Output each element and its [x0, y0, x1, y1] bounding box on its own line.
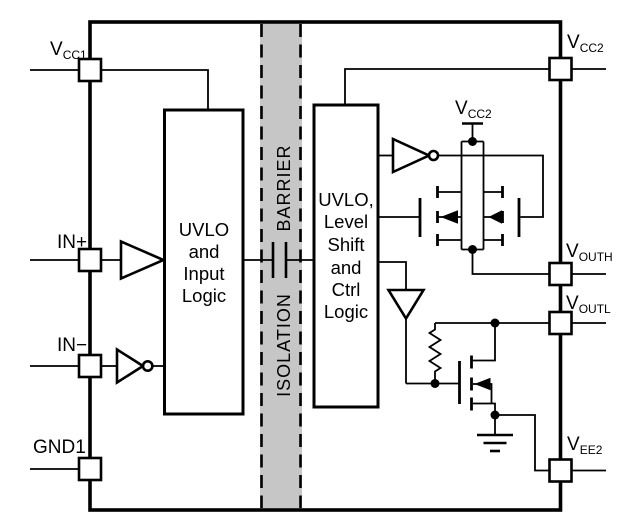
vcc2-internal-rail: VCC2 [455, 98, 492, 142]
pin-square [77, 456, 103, 482]
output-logic-line: Logic [324, 301, 368, 322]
barrier-word-lower: ISOLATION [274, 293, 294, 397]
junction-dot [468, 245, 477, 254]
barrier-word-upper: BARRIER [274, 144, 294, 231]
pmos-pair-icon [418, 140, 521, 251]
pin-in-plus: IN+ [57, 232, 103, 273]
output-logic-line: Shift [327, 234, 364, 255]
source-to-vee2-wire [495, 414, 550, 472]
junction-dot [490, 318, 500, 328]
output-logic-block: UVLO, Level Shift and Ctrl Logic [312, 103, 380, 409]
in-plus-buffer [119, 239, 167, 281]
input-logic-line: UVLO [179, 219, 229, 240]
barrier-strip [260, 23, 302, 509]
inverter-gate-icon [115, 347, 146, 385]
inverter-to-right-gate-wire [438, 154, 544, 218]
pin-vcc2: VCC2 [548, 32, 604, 82]
isolation-capacitor [243, 242, 314, 278]
vcc2-internal-label: VCC2 [455, 98, 492, 121]
pulldown-buffer [386, 288, 426, 321]
output-logic-box [312, 103, 380, 409]
pin-square [548, 310, 573, 336]
nmos-drain-wire [471, 323, 496, 362]
pin-vee2-label: VEE2 [567, 434, 603, 457]
input-logic-block: UVLO and Input Logic [163, 108, 245, 416]
resistor-icon [427, 323, 443, 384]
input-logic-line: and [189, 241, 220, 262]
output-logic-line: Level [324, 211, 368, 232]
right-fet-body-arrow-icon [488, 210, 502, 224]
left-fet-body-arrow-icon [440, 210, 458, 224]
junction-dots [430, 137, 500, 420]
primary-side-wires [30, 69, 209, 470]
input-logic-box [163, 108, 245, 416]
inverter-gate-icon [391, 136, 433, 175]
nmos-body-arrow-icon [474, 377, 491, 391]
pin-voutl-label: VOUTL [566, 293, 611, 316]
vcc2-to-output-block-wire [344, 68, 550, 105]
pin-vouth-label: VOUTH [566, 241, 613, 264]
pin-vee2: VEE2 [548, 434, 603, 483]
ground-icon [477, 433, 513, 453]
pin-vcc2-label: VCC2 [567, 32, 604, 55]
pin-vcc1-label: VCC1 [50, 39, 87, 62]
isolation-barrier: BARRIER ISOLATION [260, 23, 302, 509]
pin-gnd1-label: GND1 [33, 437, 86, 458]
pin-in-minus: IN− [57, 335, 103, 379]
pin-voutl: VOUTL [548, 293, 611, 336]
in-minus-inverter [115, 347, 154, 385]
vcc1-to-input-block-wire [101, 69, 209, 110]
down-buffer-gate-icon [386, 288, 426, 321]
junction-dot [430, 379, 440, 388]
pin-square [548, 261, 573, 287]
pullup-to-vouth-wire [471, 249, 550, 275]
pin-square [548, 56, 573, 82]
junction-dot [490, 410, 500, 420]
pin-gnd1: GND1 [33, 437, 103, 482]
output-logic-line: Ctrl [332, 279, 361, 300]
output-logic-line: and [331, 257, 362, 278]
buffer-gate-icon [119, 239, 167, 281]
junction-dot [468, 137, 477, 146]
output-logic-line: UVLO, [318, 189, 374, 210]
output-inverter [391, 136, 440, 175]
block-to-down-buffer-wire [378, 261, 407, 290]
inverter-bubble-icon [141, 359, 154, 372]
pin-square [77, 247, 103, 273]
secondary-side-wires [344, 68, 606, 472]
input-logic-line: Input [183, 263, 224, 284]
inverter-bubble-icon [427, 149, 440, 162]
pin-in-plus-label: IN+ [57, 232, 87, 253]
pin-square [548, 458, 573, 483]
pin-square [77, 353, 103, 379]
pin-vouth: VOUTH [548, 241, 613, 287]
input-logic-line: Logic [182, 285, 226, 306]
pin-square [77, 57, 103, 83]
pulldown-stage [427, 323, 513, 453]
pin-in-minus-label: IN− [57, 335, 87, 356]
pin-vcc1: VCC1 [50, 39, 103, 83]
